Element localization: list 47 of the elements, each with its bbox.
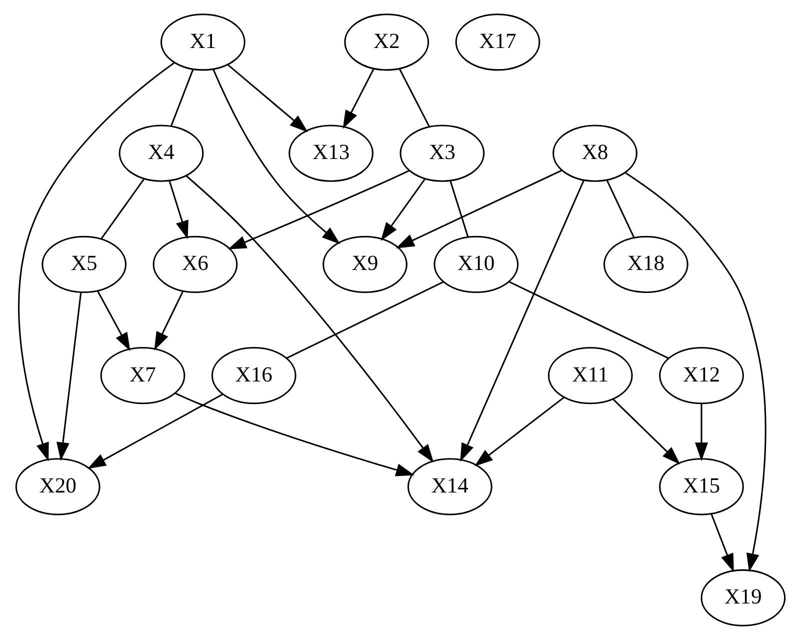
- node-ellipse: X1: [160, 14, 245, 71]
- arrow: [185, 175, 434, 463]
- arrow: [612, 398, 680, 465]
- connector: [508, 281, 668, 359]
- connector: [449, 180, 468, 238]
- node-ellipse: X8: [552, 124, 637, 182]
- arrow: [474, 396, 564, 466]
- node-ellipse: X10: [433, 236, 518, 293]
- node-ellipse: X19: [700, 569, 786, 626]
- arrow: [174, 392, 414, 476]
- arrow: [86, 394, 223, 469]
- node-ellipse: X17: [454, 14, 540, 71]
- node-ellipse: X14: [406, 458, 492, 516]
- connector: [286, 281, 444, 359]
- arrow: [380, 178, 426, 241]
- connector: [606, 180, 634, 238]
- arrow: [624, 172, 766, 572]
- node-ellipse: X20: [14, 458, 100, 516]
- arrow: [710, 514, 734, 572]
- arrow: [342, 68, 374, 129]
- arrow: [18, 62, 174, 462]
- node-ellipse: X2: [344, 14, 429, 71]
- arrow: [227, 170, 410, 250]
- node-ellipse: X7: [100, 347, 185, 404]
- arrow: [56, 292, 82, 461]
- node-ellipse: X15: [658, 458, 744, 516]
- connector: [398, 68, 430, 128]
- connector: [170, 69, 194, 126]
- node-ellipse: X13: [288, 124, 373, 182]
- node-ellipse: X11: [547, 347, 632, 404]
- arrow: [96, 290, 130, 352]
- arrow: [227, 64, 308, 132]
- arrow: [154, 290, 184, 350]
- arrow: [212, 69, 340, 244]
- node-ellipse: X12: [658, 347, 744, 404]
- arrow: [168, 180, 188, 240]
- arrow: [395, 170, 562, 248]
- node-ellipse: X3: [399, 124, 484, 182]
- node-ellipse: X9: [322, 236, 407, 293]
- node-ellipse: X16: [210, 347, 296, 404]
- node-ellipse: X5: [41, 236, 126, 293]
- node-ellipse: X4: [118, 124, 204, 182]
- node-ellipse: X18: [602, 236, 688, 293]
- connector: [100, 178, 144, 240]
- arrow: [694, 404, 708, 462]
- arrow: [460, 180, 584, 462]
- node-ellipse: X6: [152, 236, 238, 293]
